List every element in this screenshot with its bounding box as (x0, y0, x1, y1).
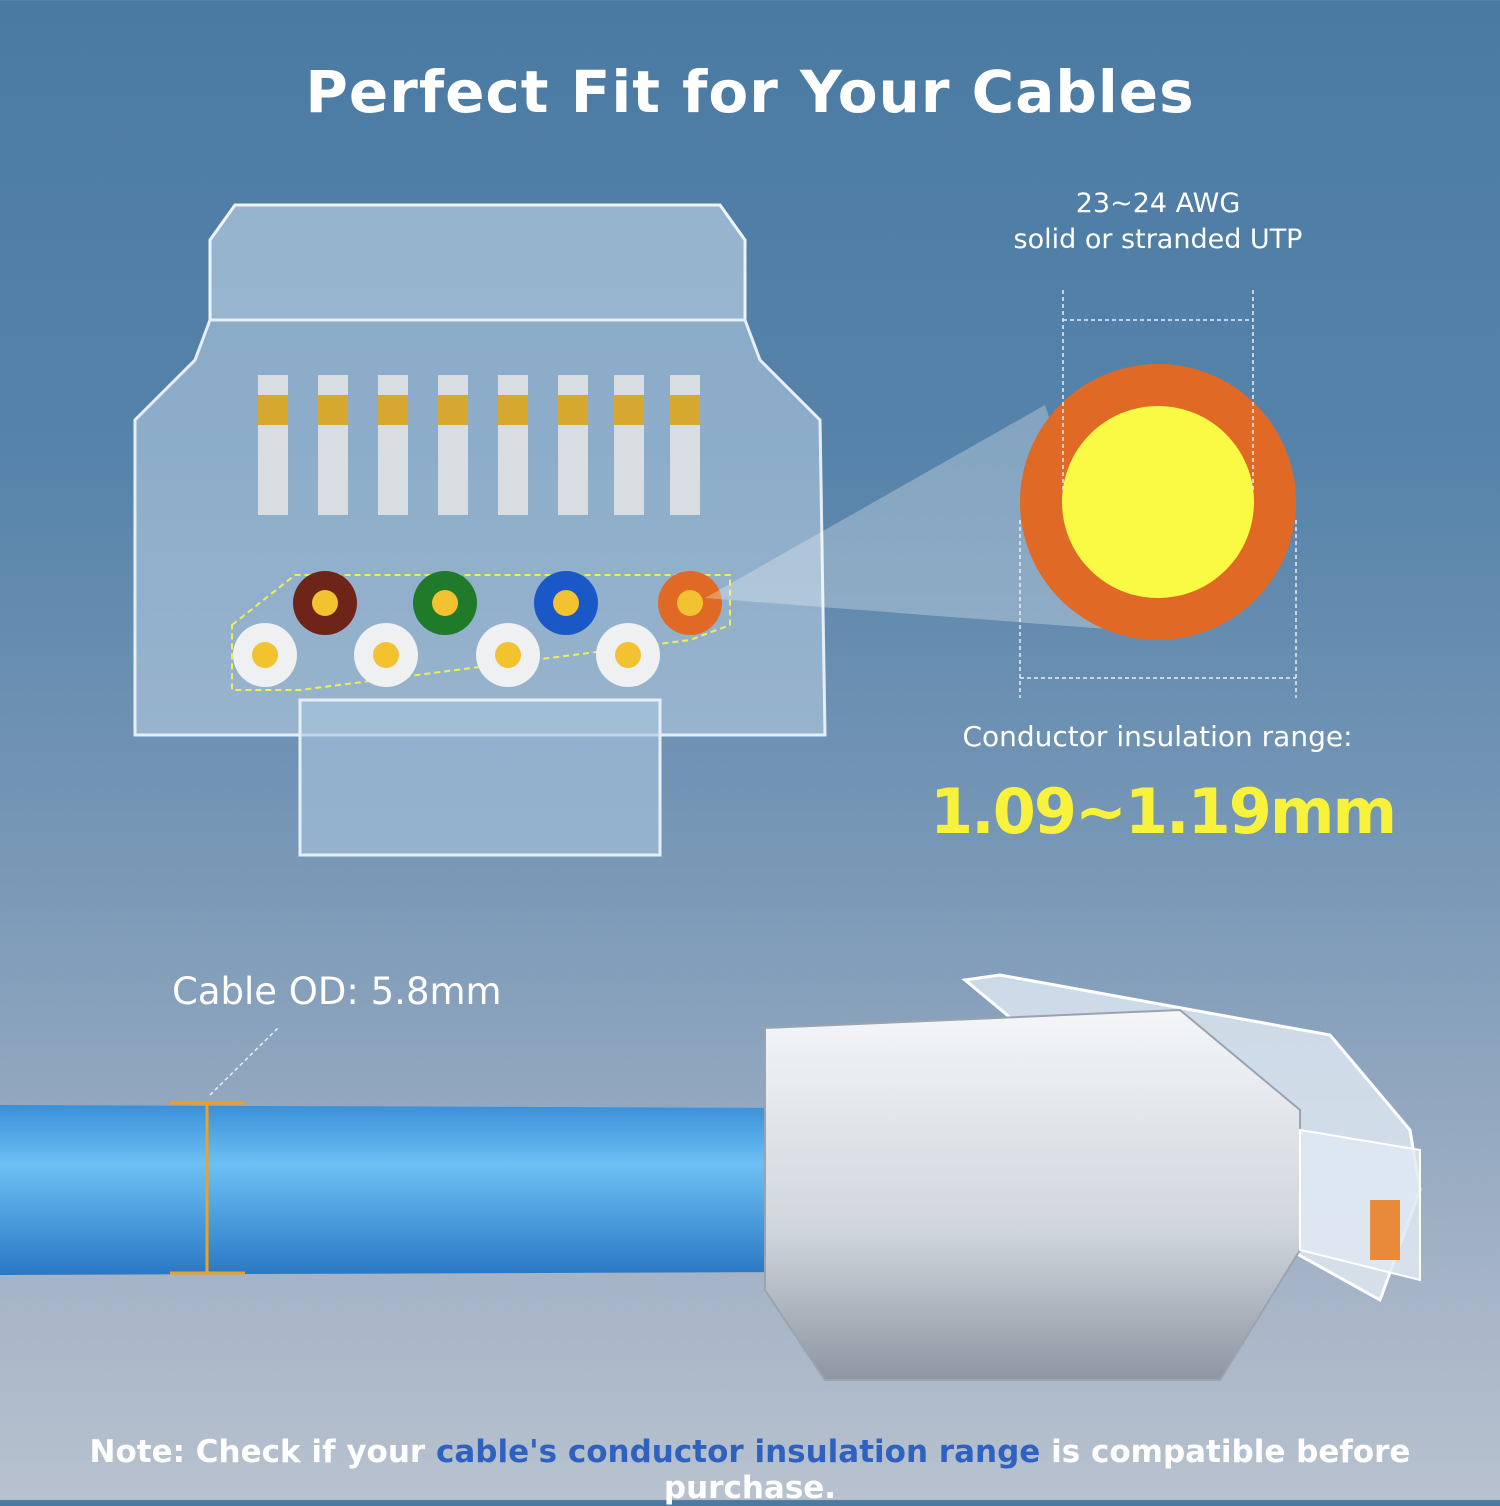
note-highlight: cable's conductor insulation range (436, 1434, 1041, 1470)
od-marker (170, 1101, 245, 1275)
conductor-orange (658, 571, 722, 635)
conductor-white (596, 623, 660, 687)
dimension-lines (1019, 290, 1297, 698)
conductor-green (413, 571, 477, 635)
ethernet-cable (0, 1105, 800, 1275)
insulation-label: Conductor insulation range: (962, 720, 1353, 753)
conductor-white (476, 623, 540, 687)
cable-od-label: Cable OD: 5.8mm (172, 970, 502, 1013)
awg-type: solid or stranded UTP (1013, 224, 1303, 255)
magnify-beam (705, 405, 1120, 630)
awg-gauge: 23~24 AWG (1075, 188, 1241, 219)
rj45-connector-front (133, 203, 827, 857)
note-prefix: Note: Check if your (89, 1434, 436, 1470)
contact-pins (258, 375, 700, 515)
conductor-cross-section (1020, 364, 1296, 640)
conductor-white (233, 623, 297, 687)
rj45-connector-shielded (764, 973, 1422, 1381)
conductor-brown (293, 571, 357, 635)
awg-spec: 23~24 AWG solid or stranded UTP (958, 186, 1358, 258)
conductor-blue (534, 571, 598, 635)
conductor-white (354, 623, 418, 687)
page-title: Perfect Fit for Your Cables (305, 58, 1195, 126)
compatibility-note: Note: Check if your cable's conductor in… (0, 1434, 1500, 1506)
insulation-value: 1.09~1.19mm (930, 775, 1397, 848)
